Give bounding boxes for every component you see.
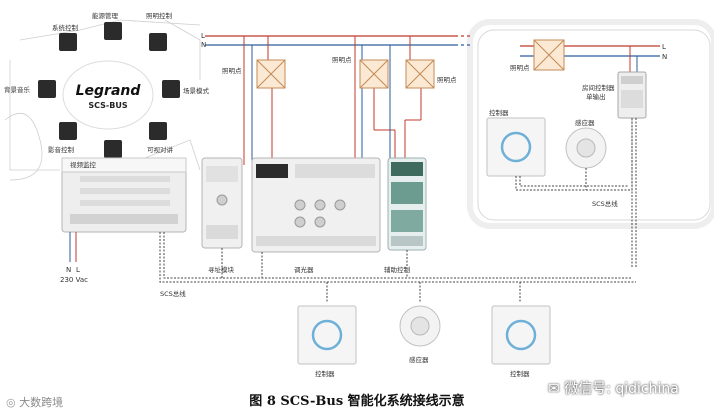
psu-wires (69, 232, 77, 262)
aux-control-label: 辅助控制 (384, 265, 411, 274)
room-line-n-label: N (662, 53, 667, 61)
intercom-icon (149, 122, 167, 140)
menu-energy: 能源管理 (92, 11, 119, 20)
lamp-1 (256, 59, 286, 89)
room-controller-label: 房间控制器 (582, 83, 615, 92)
watermark-left-text: 大数跨境 (19, 396, 64, 409)
room-bus-label: SCS总线 (592, 199, 618, 208)
lamp-room (533, 39, 565, 71)
room-controller-label-2: 单输出 (586, 92, 606, 101)
hub-icons (38, 22, 180, 158)
main-bus-label: SCS总线 (160, 289, 186, 298)
room-controller-switch-label: 控制器 (489, 108, 509, 117)
watermark-right-text: 微信号: qidichina (564, 381, 679, 397)
room-controller-switch (486, 117, 546, 177)
menu-video-monitoring: 视频监控 (70, 160, 97, 169)
psu-l-label: L (76, 266, 80, 274)
menu-background-music: 背景音乐 (4, 85, 31, 94)
addressing-module-label: 寻址模块 (208, 265, 235, 274)
lighting-point-label-room: 照明点 (510, 64, 530, 72)
bottom-controller-1 (297, 305, 357, 365)
menu-system-control: 系统控制 (52, 23, 79, 32)
scene-mode-icon (162, 80, 180, 98)
lighting-point-label-3: 照明点 (437, 76, 457, 84)
lamp-3 (405, 59, 435, 89)
energy-icon (104, 22, 122, 40)
appliance-icon (104, 140, 122, 158)
room-panel-shadow (467, 19, 714, 229)
bottom-sensor-label: 感应器 (409, 355, 429, 364)
power-supply-module (61, 157, 187, 233)
bottom-controller-2-label: 控制器 (510, 369, 530, 378)
figure-caption: 图 8 SCS-Bus 智能化系统接线示意 (249, 394, 465, 409)
system-control-icon (59, 33, 77, 51)
dimmer-module (251, 157, 381, 253)
room-bus (515, 118, 637, 268)
lighting-point-label-1: 照明点 (222, 67, 242, 75)
room-sensor-label: 感应器 (575, 118, 595, 127)
psu-n-label: N (66, 266, 71, 274)
line-l-label: L (201, 32, 205, 40)
main-bus (159, 232, 636, 302)
bus-name: SCS-BUS (88, 101, 127, 110)
house-sketch (4, 19, 201, 181)
bottom-controller-1-label: 控制器 (315, 369, 335, 378)
aux-control-module (387, 157, 427, 251)
menu-intercom: 可视对讲 (147, 145, 174, 154)
room-line-l-label: L (662, 43, 666, 51)
watermark-left: ◎ 大数跨境 (6, 394, 63, 410)
line-n-label: N (201, 41, 206, 49)
watermark-right: ✉ 微信号: qidichina (548, 378, 679, 398)
watermark-left-icon: ◎ (6, 396, 16, 409)
lamp-2 (359, 59, 389, 89)
lighting-point-label-2: 照明点 (332, 56, 352, 64)
addressing-module (201, 157, 243, 249)
lighting-control-icon (149, 33, 167, 51)
dimmer-label: 调光器 (294, 265, 314, 274)
menu-lighting-control: 照明控制 (146, 11, 173, 20)
bottom-controller-2 (491, 305, 551, 365)
brand-logo: Legrand (76, 83, 142, 99)
menu-scene-mode: 场景模式 (183, 86, 210, 95)
av-control-icon (59, 122, 77, 140)
psu-voltage-label: 230 Vac (60, 276, 88, 284)
bottom-sensor (399, 305, 441, 347)
control-hub: Legrand SCS-BUS (62, 60, 154, 130)
room-controller (617, 71, 647, 119)
wechat-icon: ✉ (548, 381, 560, 397)
background-music-icon (38, 80, 56, 98)
room-sensor (565, 127, 607, 169)
menu-av-control: 影音控制 (48, 145, 75, 154)
